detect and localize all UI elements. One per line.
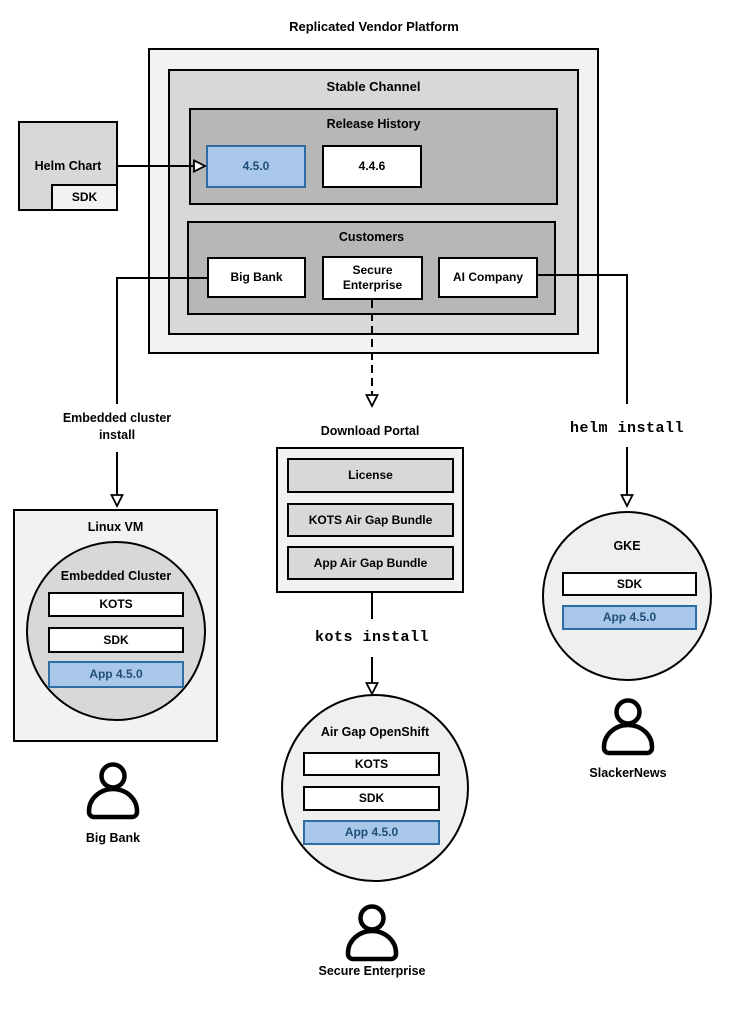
embedded-kots-box: KOTS [48,592,184,617]
secure-enterprise-user-label: Secure Enterprise [318,964,426,978]
gke-label: GKE [613,539,641,553]
embedded-cluster-label: Embedded Cluster [60,569,172,583]
customer-secure-enterprise-box: Secure Enterprise [322,256,423,300]
portal-kots-bundle-box: KOTS Air Gap Bundle [287,503,454,537]
arrow-down-icon [365,394,379,409]
gke-sdk-box: SDK [562,572,697,596]
embedded-cluster-install-label: Embedded cluster install [62,411,172,442]
linux-vm-label: Linux VM [87,520,144,534]
slackernews-user-label: SlackerNews [589,766,667,780]
secure-enterprise-user-icon [348,907,396,960]
embedded-sdk-box: SDK [48,627,184,653]
arrow-down-icon [110,494,124,509]
release-history-label: Release History [326,117,421,131]
customer-big-bank-box: Big Bank [207,257,306,298]
diagram-title: Replicated Vendor Platform [289,19,459,34]
openshift-kots-box: KOTS [303,752,440,776]
gke-app-box: App 4.5.0 [562,605,697,630]
portal-app-bundle-box: App Air Gap Bundle [287,546,454,580]
openshift-app-box: App 4.5.0 [303,820,440,845]
kots-install-label: kots install [314,629,430,646]
openshift-sdk-box: SDK [303,786,440,811]
helm-chart-sdk-box: SDK [51,184,118,211]
release-446-box: 4.4.6 [322,145,422,188]
stable-channel-label: Stable Channel [326,79,421,94]
helm-install-label: helm install [569,420,685,437]
gke-circle [542,511,712,681]
helm-chart-label: Helm Chart [34,159,102,173]
airgap-openshift-label: Air Gap OpenShift [320,725,430,739]
customer-ai-company-box: AI Company [438,257,538,298]
slackernews-user-icon [604,701,652,754]
customers-label: Customers [338,230,405,244]
release-450-box: 4.5.0 [206,145,306,188]
big-bank-user-icon [89,765,137,818]
portal-license-box: License [287,458,454,493]
download-portal-label: Download Portal [320,424,420,438]
big-bank-user-label: Big Bank [85,831,141,845]
embedded-app-box: App 4.5.0 [48,661,184,688]
arrow-down-icon [365,682,379,697]
arrow-down-icon [620,494,634,509]
